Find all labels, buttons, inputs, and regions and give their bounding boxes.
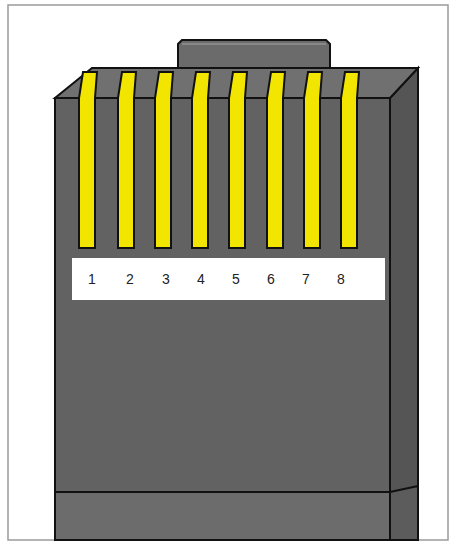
contact-pin: [118, 72, 136, 248]
contact-pin: [304, 72, 322, 248]
contact-pin: [155, 72, 173, 248]
contact-pin: [79, 72, 97, 248]
pin-number: 2: [126, 271, 134, 287]
pin-number: 8: [337, 271, 345, 287]
contact-pin: [229, 72, 247, 248]
frame: [8, 5, 448, 540]
contact-pin: [192, 72, 210, 248]
front-face: [55, 98, 390, 540]
pin-number: 6: [267, 271, 275, 287]
tab-edge: [182, 43, 326, 45]
contact-pins: [79, 72, 359, 248]
pin-number: 5: [232, 271, 240, 287]
contact-pin: [267, 72, 285, 248]
boot-side: [390, 486, 418, 540]
pin-number: 4: [197, 271, 205, 287]
contact-pin: [341, 72, 359, 248]
pin-number: 7: [302, 271, 310, 287]
pin-number: 1: [88, 271, 96, 287]
boot-section: [55, 492, 390, 540]
side-face: [390, 68, 418, 540]
pin-number: 3: [162, 271, 170, 287]
label-band: [72, 258, 385, 300]
